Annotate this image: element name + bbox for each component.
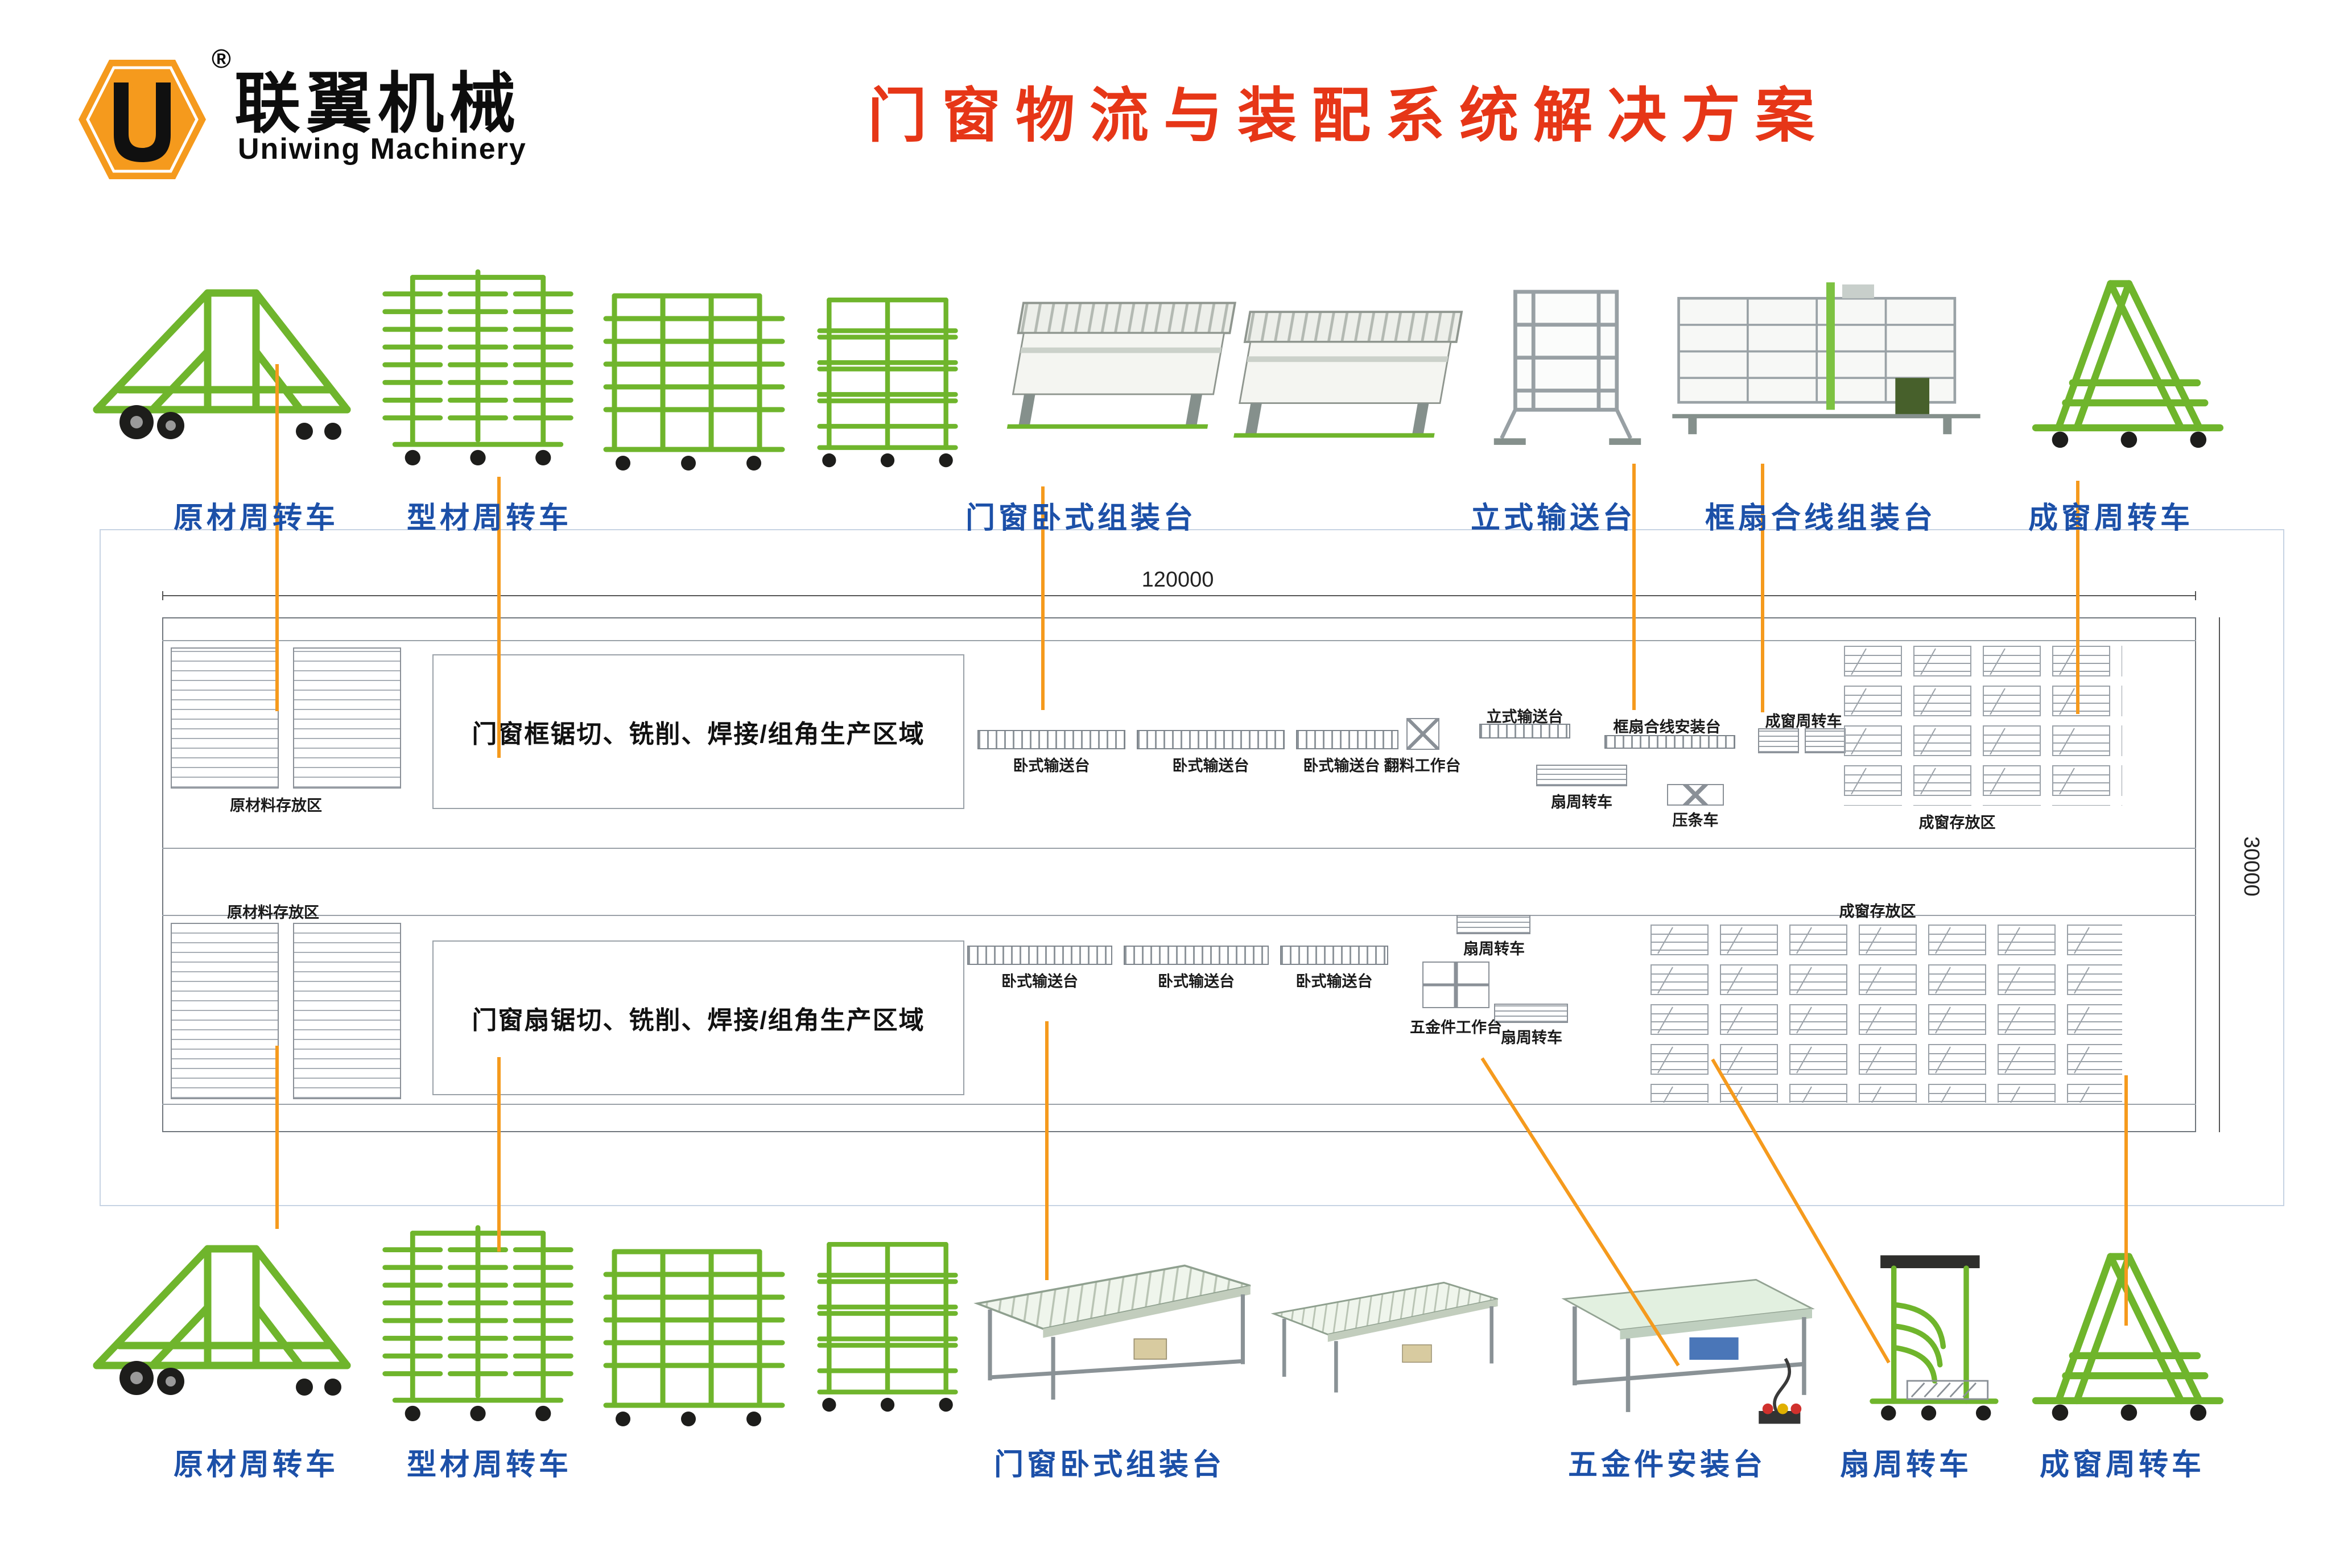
label-finished-cart-bottom: 成窗周转车 (2039, 1449, 2205, 1482)
frame-sash-install-label: 框扇合线安装台 (1613, 719, 1721, 736)
dimension-tick (2195, 591, 2196, 600)
sash-production-zone: 门窗扇锯切、铣削、焊接/组角生产区域 (432, 940, 964, 1095)
finished-cart-icon (1805, 728, 1846, 753)
conveyor-strip (1280, 946, 1388, 965)
label-raw-cart-bottom: 原材周转车 (173, 1449, 339, 1482)
sash-cart-plan-label: 扇周转车 (1463, 940, 1525, 958)
conveyor-label: 卧式输送台 (1013, 757, 1090, 774)
profile-cart-image (382, 1225, 573, 1422)
label-raw-cart-top: 原材周转车 (173, 502, 339, 535)
plan-wall-line (162, 1104, 2196, 1105)
dimension-tick (162, 591, 163, 600)
conveyor-label: 卧式输送台 (1295, 973, 1373, 990)
vertical-conveyor-icon (1479, 724, 1570, 738)
finished-cart-icon (1758, 728, 1799, 753)
sash-cart-icon (1536, 765, 1627, 786)
raw-storage-label-bottom: 原材料存放区 (227, 904, 319, 921)
flip-worktable-icon (1406, 718, 1439, 750)
frame-production-zone: 门窗框锯切、铣削、焊接/组角生产区域 (432, 654, 964, 809)
conveyor-strip (1137, 730, 1285, 749)
label-horizontal-assembly-top: 门窗卧式组装台 (965, 502, 1196, 535)
finished-storage-label-top: 成窗存放区 (1918, 814, 1996, 831)
plan-wall-line (162, 848, 2196, 849)
label-vertical-conveyor-top: 立式输送台 (1470, 502, 1636, 535)
conveyor-label: 卧式输送台 (1001, 973, 1078, 990)
plan-wall-line (162, 915, 2196, 916)
bead-cart-label: 压条车 (1672, 812, 1719, 829)
horizontal-assembly-table-image (1006, 302, 1463, 438)
profile-cart-image (382, 269, 573, 466)
conveyor-strip (977, 730, 1125, 749)
finished-window-cart-image (2032, 1253, 2224, 1421)
label-profile-cart-top: 型材周转车 (406, 502, 572, 535)
assembly-tables-image (973, 1264, 1499, 1400)
flip-worktable-label: 翻料工作台 (1384, 757, 1461, 774)
sash-cart-plan-label: 扇周转车 (1551, 794, 1612, 811)
frame-sash-assembly-image (1672, 282, 1980, 435)
hardware-worktable-label: 五金件工作台 (1410, 1019, 1502, 1036)
sash-cart-icon (1494, 1004, 1568, 1023)
sash-cart-icon (1456, 915, 1530, 934)
label-finished-cart-top: 成窗周转车 (2028, 502, 2193, 535)
label-frame-sash-assembly-top: 框扇合线组装台 (1705, 502, 1936, 535)
conveyor-label: 卧式输送台 (1158, 973, 1235, 990)
page-title: 门窗物流与装配系统解决方案 (867, 83, 1829, 149)
raw-material-cart-image (93, 289, 351, 440)
plant-height-dimension: 30000 (2239, 836, 2263, 897)
uniwing-logo-icon (79, 60, 206, 179)
raw-storage-rack-block (293, 647, 401, 789)
label-sash-cart-bottom: 扇周转车 (1839, 1449, 1972, 1482)
finished-storage-grid-top (1843, 642, 2122, 806)
raw-storage-rack-block (171, 923, 279, 1099)
frame-sash-install-icon (1604, 735, 1735, 749)
plan-wall-line (162, 640, 2196, 641)
finished-storage-grid-bottom (1650, 921, 2122, 1103)
raw-storage-label-top: 原材料存放区 (230, 797, 322, 814)
label-horizontal-assembly-bottom: 门窗卧式组装台 (993, 1449, 1225, 1482)
bead-cart-icon (1667, 784, 1724, 806)
finished-storage-label-bottom: 成窗存放区 (1839, 903, 1916, 920)
vertical-conveyor-plan-label: 立式输送台 (1486, 708, 1563, 725)
conveyor-label: 卧式输送台 (1172, 757, 1249, 774)
conveyor-strip (1296, 730, 1398, 749)
finished-cart-plan-label: 成窗周转车 (1765, 713, 1842, 730)
label-profile-cart-bottom: 型材周转车 (406, 1449, 572, 1482)
shelf-cart-image (817, 298, 958, 468)
floorplan-boundary (162, 617, 2196, 1132)
conveyor-label: 卧式输送台 (1303, 757, 1380, 774)
storage-rack-image (603, 293, 785, 471)
raw-storage-rack-block (293, 923, 401, 1099)
hardware-install-table-image (1561, 1278, 1815, 1424)
brand-name-en: Uniwing Machinery (238, 133, 527, 166)
shelf-cart-image (817, 1242, 958, 1412)
conveyor-strip (1124, 946, 1269, 965)
sash-cart-plan-label: 扇周转车 (1501, 1029, 1562, 1046)
storage-rack-image (603, 1249, 785, 1426)
vertical-conveyor-image (1493, 290, 1641, 445)
plant-width-dimension: 120000 (1141, 568, 1214, 592)
dimension-line-horizontal (162, 595, 2196, 596)
raw-material-cart-image (93, 1245, 351, 1396)
brand-name-cn: 联翼机械 (234, 67, 521, 141)
finished-window-cart-image (2032, 280, 2224, 448)
label-hardware-install-bottom: 五金件安装台 (1567, 1449, 1766, 1482)
raw-storage-rack-block (171, 647, 279, 789)
hardware-worktable-icon (1422, 962, 1489, 1008)
conveyor-strip (967, 946, 1112, 965)
dimension-line-vertical (2219, 617, 2220, 1132)
registered-mark: ® (212, 44, 231, 73)
sash-cart-image (1870, 1255, 1999, 1421)
